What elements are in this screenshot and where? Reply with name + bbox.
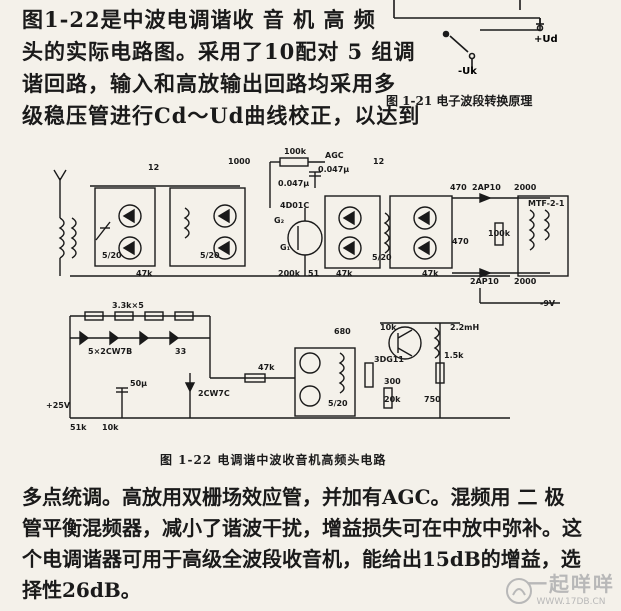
body-line-2: 管平衡混频器，减小了谐波干扰，增益损失可在中放中弥补。这 (22, 516, 582, 540)
intro-line-1: 图1-22是中波电调谐收 音 机 高 频 (22, 7, 376, 32)
watermark-logo-icon (506, 578, 532, 604)
label-15k: 1.5k (444, 351, 464, 360)
label-47k-4: 47k (258, 363, 275, 372)
label-470b: 470 (452, 237, 469, 246)
body-line-4: 择性26dB。 (22, 578, 141, 602)
transistor-symbol (388, 326, 422, 360)
label-12b: 12 (373, 157, 384, 166)
label-33: 33 (175, 347, 186, 356)
label-51: 51 (308, 269, 320, 278)
intro-line-2: 头的实际电路图。采用了10配对 5 组调 (22, 39, 416, 64)
label-47k-1: 47k (136, 269, 153, 278)
label-2000b: 2000 (514, 277, 537, 286)
label-200k: 200k (278, 269, 301, 278)
label-47k-2: 47k (336, 269, 353, 278)
stage2-coil (183, 207, 190, 239)
label-mtf: MTF-2-1 (528, 199, 565, 208)
label-2ap10b: 2AP10 (470, 277, 499, 286)
watermark-main: 一起咩咩 (527, 572, 615, 596)
watermark-url: WWW.17DB.CN (536, 597, 606, 607)
label-2cw7c: 2CW7C (198, 389, 230, 398)
figure-1-22-caption: 图 1-22 电调谐中波收音机高频头电路 (160, 453, 387, 467)
label-0047b: 0.047μ (278, 179, 309, 188)
input-coil (58, 217, 65, 259)
label-g1: G₁ (280, 243, 291, 252)
intro-paragraph: 图1-22是中波电调谐收 音 机 高 频 头的实际电路图。采用了10配对 5 组… (22, 4, 421, 132)
figure-1-21-caption: 图 1-21 电子波段转换原理 (386, 94, 533, 108)
label-tune3: 5/20 (372, 253, 392, 262)
label-9v: -9V (540, 299, 556, 308)
label-agc: AGC (325, 151, 344, 160)
label-tune4: 5/20 (328, 399, 348, 408)
label-100k: 100k (284, 148, 307, 156)
label-10k-2: 10k (380, 323, 397, 332)
label-470a: 470 (450, 183, 467, 192)
label-g2: G₂ (274, 216, 285, 225)
label-1000: 1000 (228, 157, 251, 166)
body-paragraph: 多点统调。高放用双栅场效应管，并加有AGC。混频用 二 极 管平衡混频器，减小了… (22, 482, 612, 606)
label-51k: 51k (70, 423, 87, 432)
label-680: 680 (334, 327, 351, 336)
body-line-1: 多点统调。高放用双栅场效应管，并加有AGC。混频用 二 极 (22, 485, 565, 509)
label-100k-2: 100k (488, 229, 511, 238)
label-fet: 4D01C (280, 201, 309, 210)
antenna-icon (53, 169, 67, 218)
fet-symbol (287, 220, 323, 256)
label-2ap10a: 2AP10 (472, 183, 501, 192)
label-12a: 12 (148, 163, 159, 172)
label-47k-3: 47k (422, 269, 439, 278)
label-22mh: 2.2mH (450, 323, 479, 332)
label-33k: 3.3k×5 (112, 301, 144, 310)
body-line-3: 个电调谐器可用于高级全波段收音机，能给出15dB的增益，选 (22, 547, 581, 571)
figure-1-21-diagram: +Ud -Uk (393, 0, 558, 77)
figure-1-22-circuit: 100k AGC 0.047μ 0.047μ 1000 12 12 4D01C … (46, 148, 569, 432)
fig21-ud-label: +Ud (534, 34, 558, 45)
fig21-uk-label: -Uk (458, 66, 477, 77)
label-2000a: 2000 (514, 183, 537, 192)
label-50u: 50μ (130, 379, 147, 388)
label-20k: 20k (384, 395, 401, 404)
label-tune1: 5/20 (102, 251, 122, 260)
intro-line-4: 级稳压管进行Cd～Ud曲线校正，以达到 (22, 103, 421, 128)
label-tune2: 5/20 (200, 251, 220, 260)
label-300: 300 (384, 377, 401, 386)
label-3dg: 3DG11 (374, 355, 404, 364)
label-dz5: 5×2CW7B (88, 347, 132, 356)
watermark: 一起咩咩 WWW.17DB.CN (527, 568, 615, 607)
label-0047a: 0.047μ (318, 165, 349, 174)
label-750: 750 (424, 395, 441, 404)
intro-line-3: 谐回路，输入和高放输出回路均采用多 (22, 71, 396, 96)
label-25v: +25V (46, 401, 71, 410)
input-coil-2 (70, 217, 77, 259)
label-10k: 10k (102, 423, 119, 432)
